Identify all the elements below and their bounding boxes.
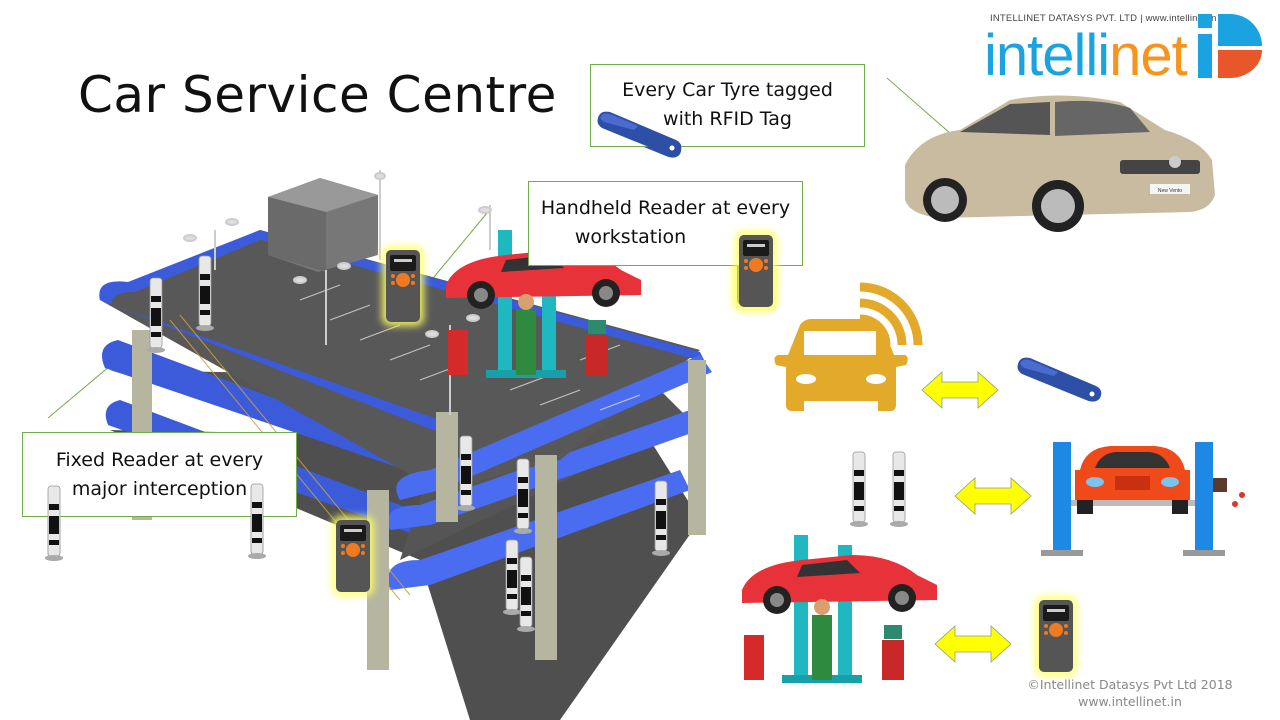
callout-fixed-line2: major interception bbox=[71, 478, 248, 500]
stairwell-box bbox=[268, 178, 378, 272]
slide-title: Car Service Centre bbox=[78, 66, 557, 124]
logo-tagline: INTELLINET DATASYS PVT. LTD | www.intell… bbox=[990, 13, 1217, 24]
double-arrow-icon bbox=[954, 477, 1032, 515]
logo-word-part1: intelli bbox=[984, 23, 1110, 88]
logo-wordmark: intellinet bbox=[984, 22, 1188, 89]
callout-tyre-tag-line1: Every Car Tyre tagged bbox=[622, 79, 833, 101]
fixed-reader-on-callout-icon bbox=[44, 483, 267, 562]
footer: ©Intellinet Datasys Pvt Ltd 2018 www.int… bbox=[1010, 677, 1250, 709]
car-badge: New Vento bbox=[1158, 188, 1182, 194]
double-arrow-icon bbox=[921, 371, 999, 409]
logo-word-part2: net bbox=[1109, 23, 1188, 88]
car-wireless-icon bbox=[774, 282, 923, 411]
callout-handheld-line1: Handheld Reader at every bbox=[540, 197, 791, 219]
footer-copyright: ©Intellinet Datasys Pvt Ltd 2018 bbox=[1027, 677, 1233, 692]
rfid-tag-on-callout-icon bbox=[597, 111, 682, 156]
lift-car-icon bbox=[1041, 442, 1245, 556]
car-photo-sedan: New Vento bbox=[905, 95, 1215, 232]
callout-fixed-reader: Fixed Reader at every major interception bbox=[22, 432, 297, 517]
callout-fixed-line1: Fixed Reader at every bbox=[55, 449, 264, 471]
double-arrow-icon bbox=[934, 625, 1012, 663]
handheld-reader-on-callout-icon bbox=[733, 229, 783, 314]
footer-website[interactable]: www.intellinet.in bbox=[1078, 694, 1182, 709]
callout-tyre-tag-line2: with RFID Tag bbox=[663, 108, 792, 130]
logo-id-mark-icon bbox=[1198, 14, 1262, 78]
callout-handheld-line2: workstation bbox=[574, 226, 687, 248]
